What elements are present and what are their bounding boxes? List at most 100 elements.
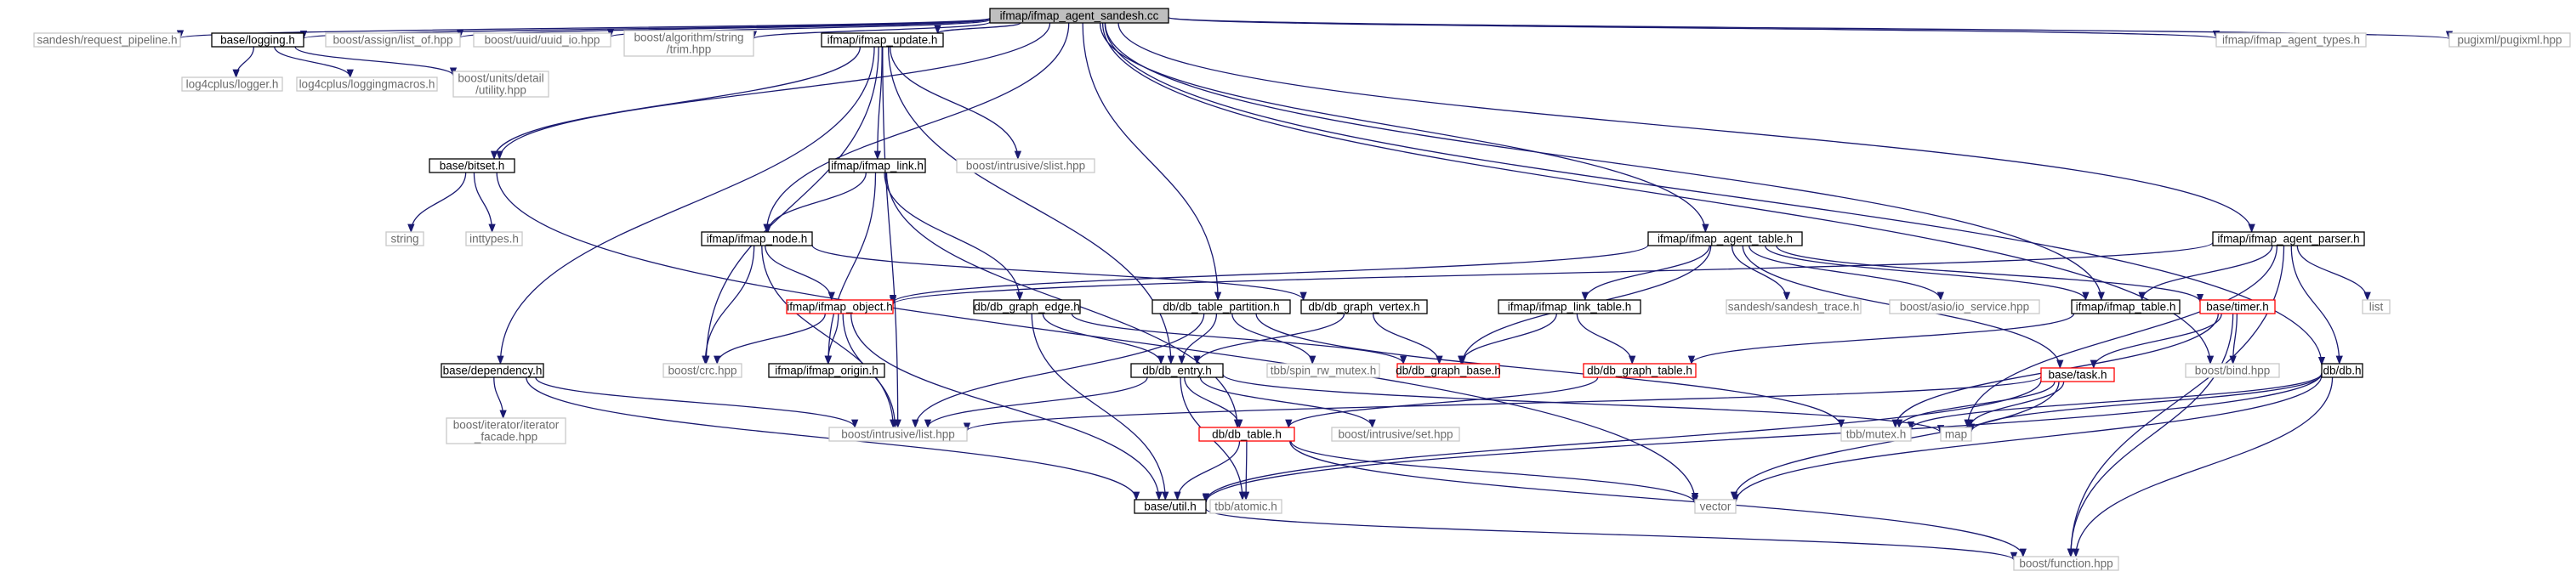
node-box <box>441 363 544 378</box>
edge-root-to-agent_types <box>1168 16 2220 40</box>
node-db_table[interactable]: db/db_table.h <box>1198 427 1295 442</box>
node-box <box>1647 231 1803 246</box>
edge-graph_vertex-to-db_entry <box>1193 313 1345 365</box>
edge-root-to-table_partition <box>1082 22 1222 302</box>
node-box <box>1840 427 1912 442</box>
node-list: list <box>2362 299 2391 314</box>
node-ifmap_origin[interactable]: ifmap/ifmap_origin.h <box>768 363 885 378</box>
node-task[interactable]: base/task.h <box>2040 367 2115 382</box>
node-label: db/db_entry.h <box>1142 365 1212 377</box>
node-ifmap_node[interactable]: ifmap/ifmap_node.h <box>701 231 813 246</box>
node-box <box>828 427 968 442</box>
node-table_partition[interactable]: db/db_table_partition.h <box>1152 299 1291 314</box>
node-agent_parser[interactable]: ifmap/ifmap_agent_parser.h <box>2212 231 2365 246</box>
node-label: boost/intrusive/set.hpp <box>1338 428 1453 441</box>
node-label: db/db_graph_table.h <box>1587 365 1692 377</box>
edge-table_partition-to-db_entry <box>1178 313 1218 365</box>
node-db[interactable]: db/db.h <box>2321 363 2363 378</box>
edge-ifmap_update-to-dependency <box>497 46 875 365</box>
node-box <box>429 158 515 173</box>
node-label: /utility.hpp <box>475 84 526 97</box>
node-ifmap_link[interactable]: ifmap/ifmap_link.h <box>828 158 926 173</box>
edge-agent_parser-to-db <box>2290 245 2343 365</box>
node-ifmap_update[interactable]: ifmap/ifmap_update.h <box>821 32 944 48</box>
node-box <box>1726 299 1862 314</box>
edge-ifmap_link-to-ifmap_node <box>765 172 867 234</box>
node-graph_base[interactable]: db/db_graph_base.h <box>1396 363 1501 378</box>
node-box <box>2040 367 2115 382</box>
node-ifmap_table[interactable]: ifmap/ifmap_table.h <box>2071 299 2181 314</box>
edge-root-to-db <box>1104 22 2326 366</box>
node-assign: boost/assign/list_of.hpp <box>325 32 461 48</box>
node-inttypes: inttypes.h <box>465 231 523 246</box>
node-label: ifmap/ifmap_agent_types.h <box>2222 34 2360 47</box>
edge-db-to-util <box>1203 372 2323 504</box>
node-label: boost/asio/io_service.hpp <box>1900 301 2029 314</box>
nodes-layer: ifmap/ifmap_agent_sandesh.ccsandesh/requ… <box>33 8 2571 571</box>
node-label: db/db_table_partition.h <box>1163 301 1279 314</box>
edge-ifmap_update-to-ifmap_link <box>873 46 883 161</box>
node-tbb_mutex: tbb/mutex.h <box>1840 427 1912 442</box>
edge-agent_table-to-ifmap_table <box>1764 245 2090 302</box>
node-link_table[interactable]: ifmap/ifmap_link_table.h <box>1498 299 1641 314</box>
node-box <box>768 363 885 378</box>
node-graph_vertex[interactable]: db/db_graph_vertex.h <box>1300 299 1428 314</box>
edge-logging-to-units <box>294 46 458 76</box>
node-box <box>2362 299 2391 314</box>
node-dependency[interactable]: base/dependency.h <box>441 363 544 378</box>
node-box <box>1889 299 2040 314</box>
node-label: ifmap/ifmap_update.h <box>827 34 938 47</box>
node-units: boost/units/detail/utility.hpp <box>452 71 549 98</box>
node-box <box>1130 363 1224 378</box>
edge-agent_parser-to-map <box>1964 245 2278 429</box>
node-box <box>1152 299 1291 314</box>
node-ifmap_object[interactable]: ifmap/ifmap_object.h <box>786 299 894 314</box>
node-timer[interactable]: base/timer.h <box>2199 299 2276 314</box>
edge-db-to-tbb_mutex <box>1907 373 2323 431</box>
edge-agent_parser-to-ifmap_object <box>890 241 2214 306</box>
node-trim: boost/algorithm/string/trim.hpp <box>623 30 754 57</box>
node-bitset[interactable]: base/bitset.h <box>429 158 515 173</box>
edge-root-to-agent_parser <box>1117 22 2255 234</box>
edge-task-to-util <box>1202 380 2042 502</box>
node-box <box>2448 32 2571 48</box>
node-label: ifmap/ifmap_link_table.h <box>1508 301 1632 314</box>
node-logging[interactable]: base/logging.h <box>211 32 304 48</box>
node-atomic: tbb/atomic.h <box>1209 499 1282 514</box>
node-vector: vector <box>1694 499 1737 514</box>
edge-db_entry-to-db_table <box>1184 376 1243 429</box>
node-box <box>662 363 742 378</box>
edge-agent_parser-to-function <box>2067 245 2285 558</box>
edge-link_table-to-graph_base <box>1458 313 1557 365</box>
edge-ifmap_link-to-ifmap_origin <box>824 172 877 365</box>
node-util[interactable]: base/util.h <box>1134 499 1207 514</box>
node-label: db/db_graph_vertex.h <box>1308 301 1419 314</box>
node-graph_table[interactable]: db/db_graph_table.h <box>1583 363 1697 378</box>
node-label: inttypes.h <box>469 233 519 246</box>
edge-agent_parser-to-ifmap_table <box>2138 245 2273 302</box>
edge-task-to-intrusive_list <box>964 376 2042 432</box>
node-box <box>1300 299 1428 314</box>
node-box <box>623 30 754 57</box>
edge-ifmap_link-to-graph_edge <box>884 172 1024 302</box>
edge-root-to-bitset <box>496 22 1051 161</box>
edge-ifmap_object-to-crc <box>714 313 826 365</box>
node-map: map <box>1940 427 1972 442</box>
node-graph_edge[interactable]: db/db_graph_edge.h <box>973 299 1081 314</box>
node-log4_macros: log4cplus/loggingmacros.h <box>296 76 438 92</box>
node-agent_table[interactable]: ifmap/ifmap_agent_table.h <box>1647 231 1803 246</box>
edge-db_table-to-util <box>1174 440 1241 501</box>
node-box <box>2215 32 2367 48</box>
node-root[interactable]: ifmap/ifmap_agent_sandesh.cc <box>989 8 1169 24</box>
node-label: boost/assign/list_of.hpp <box>333 34 452 47</box>
node-box <box>473 32 611 48</box>
edge-root-to-ifmap_update <box>934 22 1021 35</box>
node-label: boost/iterator/iterator <box>453 419 560 432</box>
edge-ifmap_node-to-ifmap_object <box>765 245 835 302</box>
node-db_entry[interactable]: db/db_entry.h <box>1130 363 1224 378</box>
node-box <box>1396 363 1500 378</box>
node-box <box>465 231 523 246</box>
node-label: sandesh/sandesh_trace.h <box>1728 301 1860 314</box>
node-uuid_io: boost/uuid/uuid_io.hpp <box>473 32 611 48</box>
edge-graph_edge-to-util <box>1031 313 1169 501</box>
